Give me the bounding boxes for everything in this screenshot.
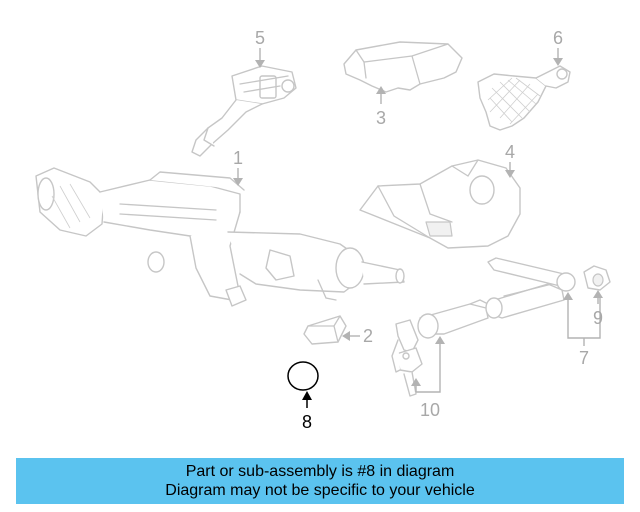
part-1-steering-column-illustration — [35, 167, 405, 307]
part-9-nut-illustration — [583, 265, 611, 291]
banner-part-line: Part or sub-assembly is #8 in diagram — [185, 463, 455, 480]
callout-8-leader — [302, 391, 312, 408]
part-5-switch-illustration — [191, 65, 297, 157]
callout-8[interactable]: 8 — [302, 412, 312, 432]
callout-7[interactable]: 7 — [579, 348, 589, 368]
callout-4-leader — [505, 162, 515, 178]
part-3-cover-illustration — [343, 41, 463, 93]
callout-9[interactable]: 9 — [593, 308, 603, 328]
callout-4[interactable]: 4 — [505, 142, 515, 162]
callout-10-leader — [411, 336, 445, 393]
callout-3[interactable]: 3 — [376, 108, 386, 128]
callout-6[interactable]: 6 — [553, 28, 563, 48]
info-banner: Part or sub-assembly is #8 in diagram Di… — [16, 458, 624, 504]
callout-6-leader — [553, 48, 563, 66]
part-2-bracket-illustration — [303, 315, 347, 345]
part-8-o-ring-illustration[interactable] — [287, 361, 319, 391]
callout-10[interactable]: 10 — [420, 400, 440, 420]
callout-7-leader — [563, 292, 601, 346]
callout-2[interactable]: 2 — [363, 326, 373, 346]
callout-9-leader — [593, 290, 603, 304]
callout-1[interactable]: 1 — [233, 148, 243, 168]
banner-disclaimer-line: Diagram may not be specific to your vehi… — [165, 482, 475, 499]
callout-5-leader — [255, 48, 265, 68]
callout-2-leader — [342, 331, 360, 341]
part-10-lock-cylinder-illustration — [391, 299, 489, 397]
callout-5[interactable]: 5 — [255, 28, 265, 48]
part-4-cover-illustration — [359, 159, 521, 249]
parts-diagram: 5 3 6 4 — [35, 28, 611, 432]
callout-3-leader — [376, 86, 386, 104]
part-7-tilt-lever-illustration — [485, 257, 576, 319]
callout-1-leader — [233, 168, 243, 186]
part-6-switch-illustration — [477, 65, 571, 131]
